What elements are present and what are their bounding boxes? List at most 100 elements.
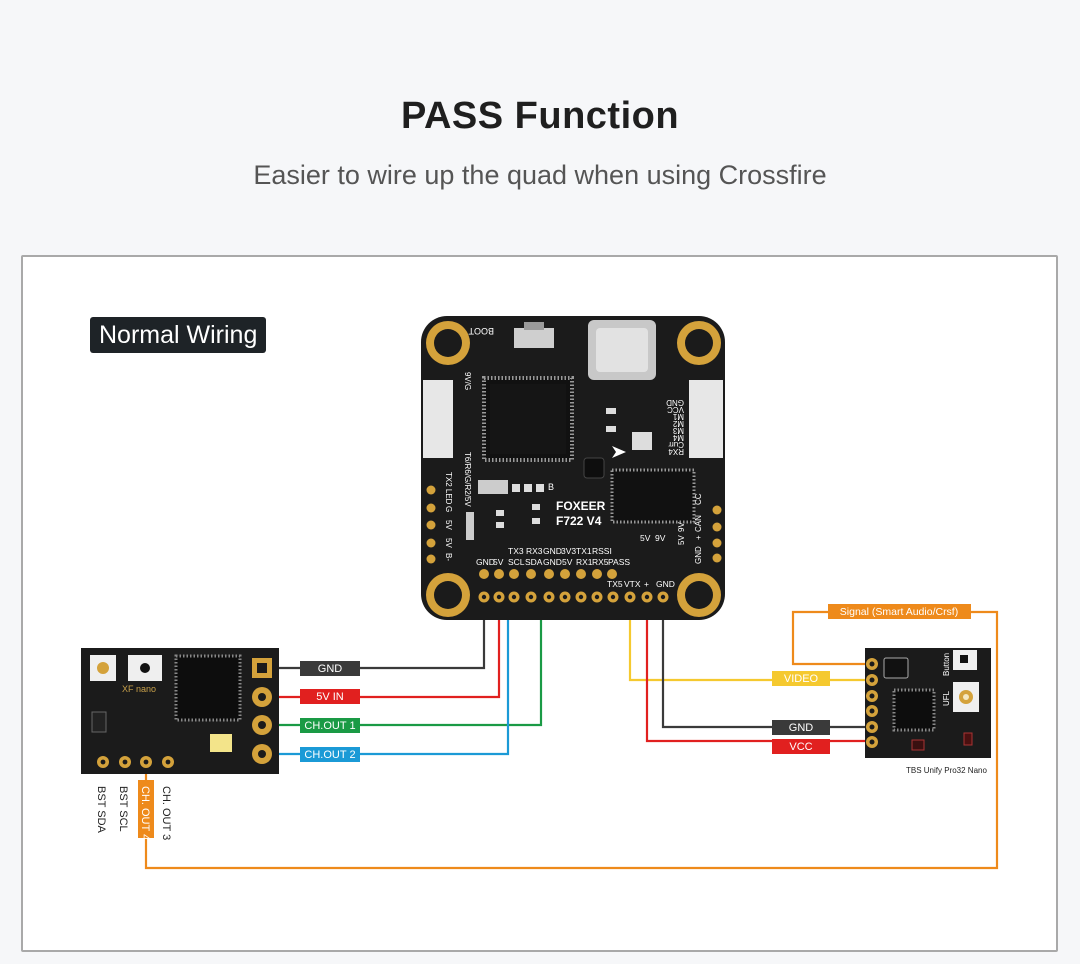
label-31: B- <box>444 553 453 561</box>
label-15: GND <box>543 546 562 556</box>
label-6: SCL <box>508 557 525 567</box>
label-14: RX3 <box>526 546 543 556</box>
label-17: TX1 <box>576 546 592 556</box>
label-42: + <box>694 535 703 540</box>
label-12: PASS <box>608 557 630 567</box>
ch-out-4-tag <box>138 780 154 838</box>
page-subtitle: Easier to wire up the quad when using Cr… <box>253 160 827 190</box>
label-34: M1 <box>672 412 684 421</box>
receiver-side-pads <box>252 658 272 764</box>
label-7: SDA <box>525 557 543 567</box>
wire-signal-vtx <box>144 610 999 870</box>
left-connector <box>423 380 453 458</box>
tag-5v-in <box>300 689 360 704</box>
vtx-chip <box>892 688 936 732</box>
small-component <box>632 432 652 450</box>
smd-parts <box>496 408 616 528</box>
receiver-label: XF nano <box>122 684 156 694</box>
vtx-led <box>883 657 909 679</box>
tag-gnd-right <box>772 720 830 735</box>
label-60: VCC <box>789 741 812 753</box>
page-title: PASS Function <box>400 95 680 137</box>
tag-gnd-left <box>300 661 360 676</box>
label-41: CAN <box>694 515 703 532</box>
flight-controller: BOOT FOXEER F722 V4 B GND 5V SCL SDA GN <box>421 316 725 620</box>
label-23: 5V <box>640 533 651 543</box>
label-49: CH. OUT 4 <box>139 786 151 840</box>
wiring-mode-badge: Normal Wiring <box>90 317 267 353</box>
label-30: 5V <box>444 538 453 548</box>
tag-ch-out-1 <box>300 718 360 733</box>
label-20: VTX <box>624 579 641 589</box>
vtx-button-label: Button <box>942 653 951 676</box>
label-38: Curr <box>668 440 684 449</box>
tag-video <box>772 671 830 686</box>
fc-boot-label: BOOT <box>468 326 494 336</box>
receiver-board: XF nano <box>81 648 279 774</box>
tag-vcc <box>772 739 830 754</box>
boot-button <box>514 328 554 348</box>
label-56: CH.OUT 1 <box>304 720 355 732</box>
label-33: VCC <box>667 405 684 414</box>
label-19: TX5 <box>607 579 623 589</box>
orientation-arrow <box>612 446 626 458</box>
label-4: GND <box>476 557 495 567</box>
vtx-ufl-label: UFL <box>942 690 951 706</box>
label-28: G <box>444 506 453 512</box>
fc-left-pads <box>426 485 436 564</box>
receiver-chip <box>174 654 242 722</box>
label-59: GND <box>789 722 814 734</box>
label-10: RX1 <box>576 557 593 567</box>
label-35: M2 <box>672 419 684 428</box>
fc-pad-labels: GND 5V SCL SDA GND 5V RX1 RX5 PASS TX3 R… <box>476 533 675 589</box>
label-45: 9V <box>677 522 686 532</box>
label-29: 5V <box>444 520 453 530</box>
fc-name-line2: F722 V4 <box>556 514 602 528</box>
label-26: T6/R6/G/R2/5V <box>463 452 472 507</box>
tag-signal <box>828 604 971 619</box>
label-47: BST SDA <box>95 786 107 834</box>
label-16: 3V3 <box>561 546 576 556</box>
led <box>210 734 232 752</box>
label-44: 5V <box>677 535 686 545</box>
fc-chip-b-label: B <box>548 482 554 492</box>
label-18: RSSI <box>592 546 612 556</box>
label-9: 5V <box>562 557 573 567</box>
label-13: TX3 <box>508 546 524 556</box>
label-55: 5V IN <box>316 691 344 703</box>
vtx-label: TBS Unify Pro32 Nano <box>906 766 987 775</box>
label-32: GND <box>666 398 684 407</box>
fc-name-line1: FOXEER <box>556 499 606 513</box>
osd-chip <box>610 468 696 524</box>
right-connector <box>689 380 723 458</box>
label-50: CH. OUT 3 <box>160 786 172 840</box>
cap <box>466 512 474 540</box>
label-21: + <box>644 579 649 589</box>
label-24: 9V <box>655 533 666 543</box>
label-37: M4 <box>672 433 684 442</box>
label-57: CH.OUT 2 <box>304 749 355 761</box>
wire-tags: GND 5V IN CH.OUT 1 CH.OUT 2 VIDEO GND VC… <box>300 604 971 762</box>
label-36: M3 <box>672 426 684 435</box>
regulator <box>91 711 107 733</box>
gyro-chip <box>583 457 605 479</box>
receiver-bottom-labels: BST SDA BST SCL CH. OUT 4 CH. OUT 3 <box>95 780 172 840</box>
label-39: RX4 <box>668 447 684 456</box>
label-43: GND <box>694 546 703 564</box>
vtx-pads <box>866 658 878 748</box>
fc-right-pads <box>712 505 722 563</box>
label-22: GND <box>656 579 675 589</box>
label-40: CC <box>694 493 703 505</box>
label-8: GND <box>543 557 562 567</box>
fc-side-labels: 9V/G T6/R6/G/R2/5V TX2 LED G 5V 5V B- GN… <box>444 372 703 564</box>
label-48: BST SCL <box>117 786 129 832</box>
label-54: GND <box>318 663 343 675</box>
label-5: 5V <box>493 557 504 567</box>
fc-pad-row-1 <box>479 569 617 579</box>
label-61: Signal (Smart Audio/Crsf) <box>840 606 958 618</box>
label-25: 9V/G <box>463 372 472 390</box>
tag-ch-out-2 <box>300 747 360 762</box>
vtx-board: Button UFL <box>865 648 991 758</box>
label-11: RX5 <box>592 557 609 567</box>
